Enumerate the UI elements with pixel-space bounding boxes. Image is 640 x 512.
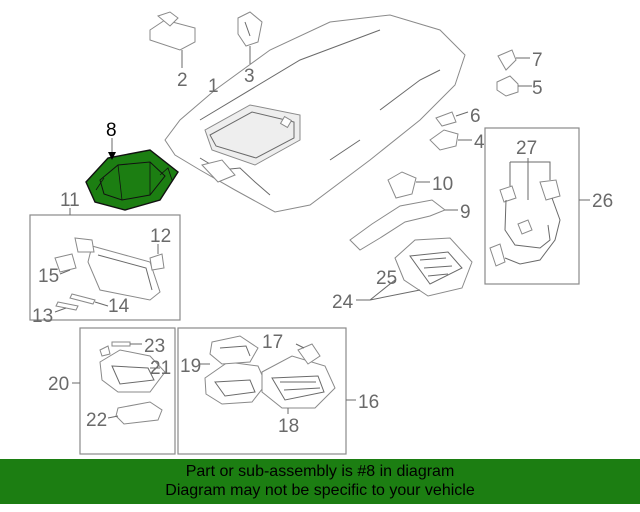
leader-24 bbox=[356, 279, 421, 301]
leader-14 bbox=[94, 301, 109, 307]
callout-11: 11 bbox=[60, 190, 80, 211]
part-8-highlighted[interactable] bbox=[85, 149, 179, 211]
callout-14: 14 bbox=[108, 296, 130, 317]
info-banner: Part or sub-assembly is #8 in diagram Di… bbox=[0, 459, 640, 504]
callout-20: 20 bbox=[48, 374, 69, 395]
callout-4: 4 bbox=[474, 132, 485, 153]
leader-22 bbox=[107, 415, 119, 419]
group-box-20 bbox=[79, 327, 176, 455]
callout-27: 27 bbox=[516, 138, 537, 159]
callout-26: 26 bbox=[592, 191, 613, 212]
part-25-console[interactable] bbox=[394, 237, 473, 297]
callout-2: 2 bbox=[177, 70, 188, 91]
group-box-16 bbox=[177, 327, 347, 455]
part-17-switch[interactable] bbox=[297, 343, 321, 365]
leader-15 bbox=[59, 269, 71, 275]
part-15-mirror[interactable] bbox=[54, 253, 77, 273]
callout-19: 19 bbox=[180, 356, 201, 377]
part-5-block[interactable] bbox=[496, 75, 519, 97]
group-box-11 bbox=[29, 214, 181, 321]
leader-27 bbox=[509, 158, 551, 200]
part-12-holder[interactable] bbox=[149, 253, 165, 271]
leader-6 bbox=[455, 111, 469, 117]
callout-23: 23 bbox=[144, 336, 165, 357]
callout-9: 9 bbox=[460, 202, 471, 223]
part-27-harness[interactable] bbox=[489, 179, 561, 267]
part-18-lamp-housing[interactable] bbox=[261, 355, 336, 409]
callout-7: 7 bbox=[532, 50, 543, 71]
part-23-screw[interactable] bbox=[111, 341, 131, 347]
part-13-strip[interactable] bbox=[55, 301, 79, 311]
callout-6: 6 bbox=[470, 106, 481, 127]
part-21-lamp[interactable] bbox=[99, 345, 166, 393]
part-9-bracket[interactable] bbox=[349, 199, 447, 251]
part-14-strip[interactable] bbox=[69, 293, 96, 305]
part-10-bracket[interactable] bbox=[387, 171, 417, 199]
callout-15: 15 bbox=[38, 266, 59, 287]
callout-1: 1 bbox=[208, 76, 219, 97]
callout-17: 17 bbox=[262, 332, 283, 353]
part-22-lens[interactable] bbox=[115, 401, 163, 425]
callout-10: 10 bbox=[432, 174, 453, 195]
sunvisor-part[interactable] bbox=[74, 237, 161, 301]
banner-line-2: Diagram may not be specific to your vehi… bbox=[165, 482, 475, 499]
part-4-lamp[interactable] bbox=[429, 129, 459, 151]
callout-5: 5 bbox=[532, 78, 543, 99]
part-6-clip[interactable] bbox=[435, 111, 457, 127]
part-7-clip[interactable] bbox=[497, 49, 517, 71]
callout-12: 12 bbox=[150, 226, 171, 247]
group-box-26 bbox=[484, 127, 580, 285]
callout-21: 21 bbox=[150, 358, 171, 379]
callout-3: 3 bbox=[244, 66, 255, 87]
callout-13: 13 bbox=[32, 306, 53, 327]
part-19-lamp-base[interactable] bbox=[204, 335, 267, 405]
callout-25: 25 bbox=[376, 268, 397, 289]
part-3-clip[interactable] bbox=[237, 11, 263, 47]
part-2-bracket[interactable] bbox=[149, 11, 196, 51]
callout-8: 8 bbox=[106, 120, 117, 141]
callout-22: 22 bbox=[86, 410, 107, 431]
callout-24: 24 bbox=[332, 292, 354, 313]
leader-13 bbox=[54, 307, 67, 313]
leader-8-arrow bbox=[108, 152, 116, 160]
callout-18: 18 bbox=[278, 416, 299, 437]
callout-16: 16 bbox=[358, 392, 379, 413]
leader-17 bbox=[295, 343, 305, 349]
banner-line-1: Part or sub-assembly is #8 in diagram bbox=[185, 463, 455, 480]
headliner-part[interactable] bbox=[164, 14, 466, 213]
